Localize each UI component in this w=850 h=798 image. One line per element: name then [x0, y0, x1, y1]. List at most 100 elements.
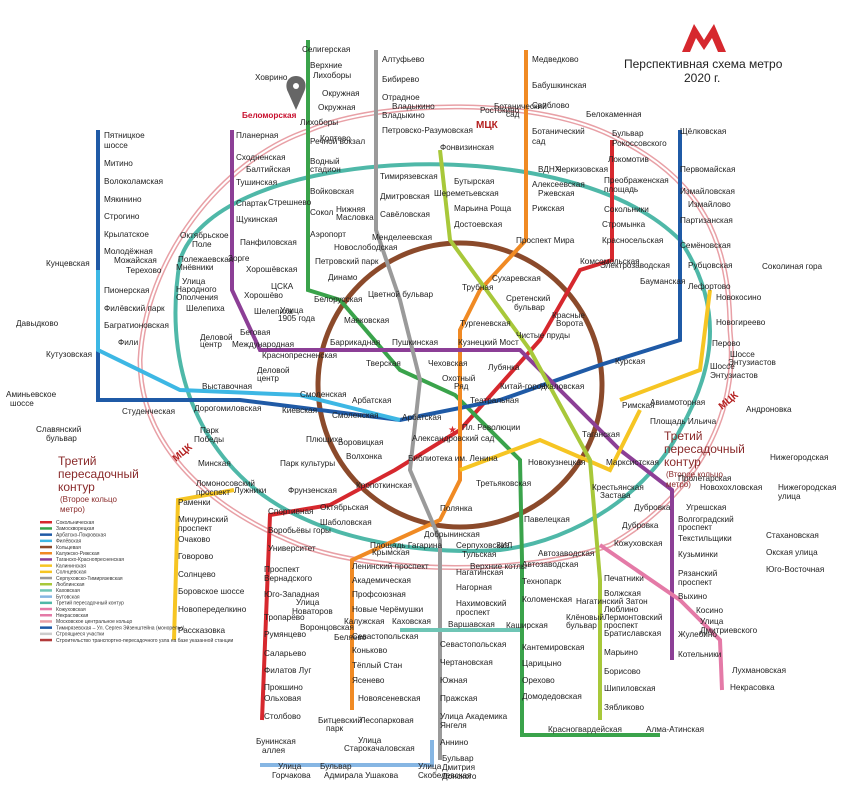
station-label: Боровское шоссе: [178, 587, 245, 596]
station-label: Лихоборы: [313, 71, 351, 80]
star-icon: ★: [448, 425, 457, 436]
station-label: Стахановская: [766, 531, 819, 540]
third-contour-label-west: Третий пересадочный контур (Второе кольц…: [58, 454, 139, 514]
station-label: Серпуховская: [456, 541, 509, 550]
station-label: Сретенский: [506, 294, 550, 303]
station-label: Дмитриевского: [700, 626, 758, 635]
station-label: Комсомольская: [580, 257, 640, 266]
station-label: Народного: [176, 285, 217, 294]
legend-swatch: [40, 583, 52, 586]
station-label: Митино: [104, 159, 133, 168]
station-label: Чертановская: [440, 658, 493, 667]
station-label: ЗИЛ: [496, 541, 512, 550]
station-label: Китай-город: [500, 382, 546, 391]
legend-swatch: [40, 545, 52, 549]
station-label: Щукинская: [236, 215, 277, 224]
station-label: Тушинская: [236, 178, 277, 187]
station-label: Водный: [310, 157, 340, 166]
station-label: Кропоткинская: [356, 481, 412, 490]
station-label: Орехово: [522, 676, 555, 685]
station-label: Верхние: [310, 61, 343, 70]
station-label: стадион: [310, 165, 341, 174]
line-darkblue: [96, 130, 682, 423]
station-label: Ясенево: [352, 676, 385, 685]
legend-label: Арбатско-Покровская: [56, 532, 106, 538]
station-label: проспект: [178, 524, 212, 533]
line-purple: [230, 130, 674, 660]
svg-text:контур: контур: [58, 480, 95, 494]
station-label: Нахимовский: [456, 599, 506, 608]
station-label: Окружная: [322, 89, 360, 98]
station-label: Рассказовка: [178, 626, 225, 635]
station-label: шоссе: [104, 141, 128, 150]
station-label: парк: [326, 724, 344, 733]
station-label: Мнёвники: [176, 263, 214, 272]
station-label: Деловой: [257, 366, 290, 375]
station-label: Нижегородская: [770, 453, 828, 462]
logo: [682, 24, 726, 52]
station-label: Энтузиастов: [728, 358, 776, 367]
station-label: Электрозаводская: [600, 261, 670, 270]
station-label: Улица: [358, 736, 382, 745]
svg-text:(Второе кольцо: (Второе кольцо: [60, 495, 118, 504]
station-label: Боровицкая: [338, 438, 383, 447]
station-label: Столбово: [264, 712, 301, 721]
station-label: Ржевская: [538, 189, 575, 198]
station-label: Площадь Гагарина: [370, 541, 442, 550]
station-label: Янгеля: [440, 721, 467, 730]
station-label: Красногвардейская: [548, 725, 622, 734]
station-label: Измайлово: [688, 200, 731, 209]
station-label: Бульвар: [442, 754, 474, 763]
station-label: Тропарёво: [264, 613, 305, 622]
station-label: Октябрьская: [320, 503, 369, 512]
station-label: аллея: [262, 746, 285, 755]
station-label: Крылатское: [104, 230, 149, 239]
station-label: Трубная: [462, 283, 493, 292]
station-label: Войковская: [310, 187, 354, 196]
station-label: Адмирала Ушакова: [324, 771, 399, 780]
station-label: Андроновка: [746, 405, 792, 414]
station-label: Партизанская: [680, 216, 733, 225]
station-label: проспект: [604, 621, 638, 630]
station-label: Окская улица: [766, 548, 818, 557]
station-label: Дмитрия: [442, 763, 475, 772]
station-label: Новокузнецкая: [528, 458, 585, 467]
station-label: Крестьянская: [592, 483, 644, 492]
station-label: Шоссе: [710, 362, 735, 371]
station-label: Хорошёвская: [246, 265, 297, 274]
station-label: Владыкино: [382, 111, 425, 120]
station-label: Коптево: [320, 134, 351, 143]
station-label: Варшавская: [448, 620, 495, 629]
station-label: Новослободская: [334, 243, 397, 252]
station-label: Окружная: [318, 103, 356, 112]
station-label: Новогиреево: [716, 318, 766, 327]
station-label: Юго-Восточная: [766, 565, 824, 574]
station-label: Технопарк: [522, 577, 562, 586]
station-label: Минская: [198, 459, 231, 468]
legend-label: Строительство транспортно-пересадочного …: [56, 637, 234, 644]
station-label: Калужская: [344, 617, 385, 626]
legend-label: Таганско-Краснопресненская: [56, 557, 124, 563]
station-label: Шелепиха: [254, 307, 293, 316]
station-label: Добрынинская: [424, 530, 480, 539]
station-label: Бабушкинская: [532, 81, 587, 90]
mck-label-west: МЦК: [171, 441, 195, 464]
station-label: Воробьёвы горы: [268, 526, 331, 535]
station-label: Славянский: [36, 425, 81, 434]
station-label: Бутырская: [454, 177, 494, 186]
legend-swatch: [40, 595, 52, 598]
station-label: Бунинская: [256, 737, 296, 746]
legend-swatch: [40, 552, 52, 555]
legend: СокольническаяЗамоскворецкаяАрбатско-Пок…: [40, 520, 234, 644]
station-label: Щёлковская: [680, 127, 726, 136]
station-label: Строгино: [104, 212, 140, 221]
legend-swatch: [40, 632, 52, 636]
station-label: Шоссе: [730, 350, 755, 359]
station-label: Лихоборы: [300, 118, 338, 127]
line-skyblue: [260, 740, 434, 767]
station-label: Медведково: [532, 55, 579, 64]
station-label: Студенческая: [122, 407, 175, 416]
station-label: Южная: [440, 676, 467, 685]
station-label: Борисово: [604, 667, 641, 676]
line-red: [260, 140, 614, 721]
